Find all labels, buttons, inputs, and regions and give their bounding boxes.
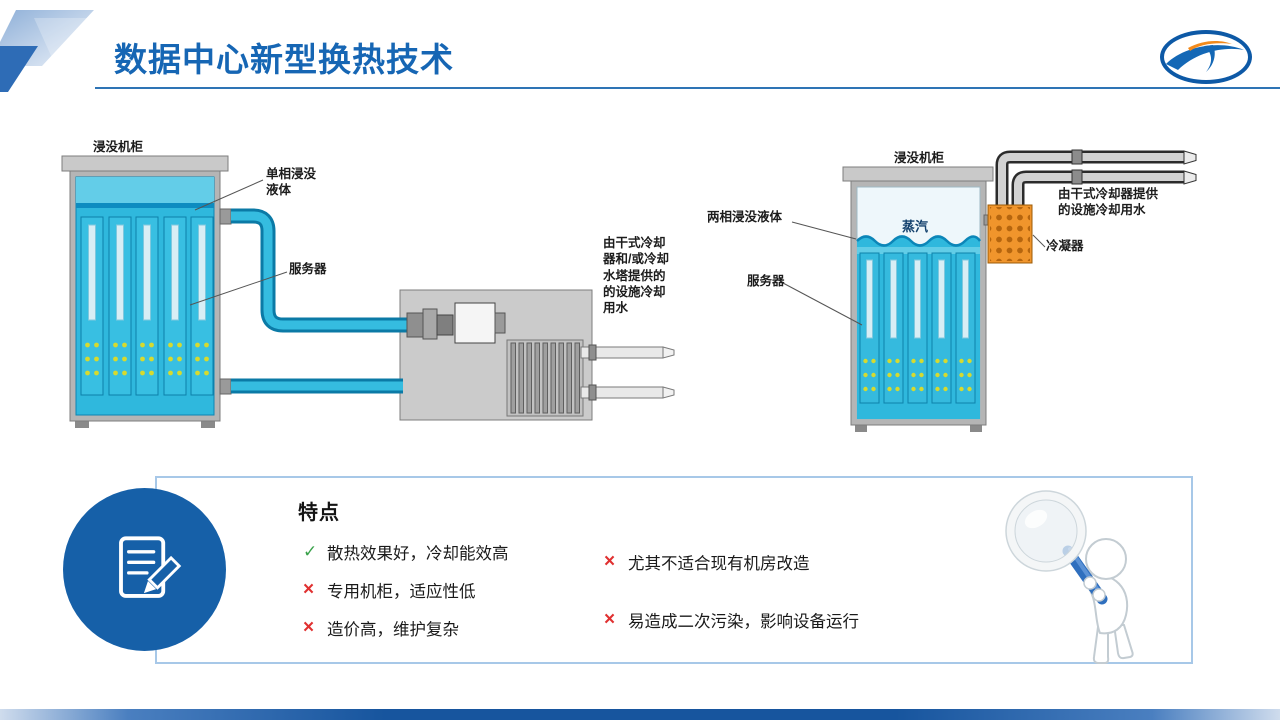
company-logo-icon bbox=[1160, 30, 1252, 84]
features-column-left: ✓ 散热效果好，冷却能效高 × 专用机柜，适应性低 × 造价高，维护复杂 bbox=[303, 538, 509, 652]
label-left-water-note: 由干式冷却 器和/或冷却 水塔提供的 的设施冷却 用水 bbox=[603, 235, 669, 316]
features-panel bbox=[155, 476, 1193, 664]
label-line: 用水 bbox=[603, 301, 629, 315]
corner-decoration-icon bbox=[0, 10, 94, 92]
single-phase-immersion-diagram bbox=[61, 155, 675, 428]
label-line: 单相浸没 bbox=[266, 167, 317, 181]
feature-item: × 易造成二次污染，影响设备运行 bbox=[604, 606, 859, 633]
leader-line-server bbox=[189, 271, 288, 306]
lens-outer-ring bbox=[1005, 490, 1087, 572]
label-left-cabinet: 浸没机柜 bbox=[93, 139, 143, 155]
cross-icon: × bbox=[604, 550, 616, 572]
label-line: 水塔提供的 bbox=[603, 268, 666, 283]
label-line: 浸没机柜 bbox=[894, 151, 945, 165]
label-left-server: 服务器 bbox=[289, 261, 327, 277]
pipe-connector bbox=[219, 208, 232, 225]
lens-inner-ring bbox=[1014, 499, 1078, 563]
header-rule bbox=[95, 87, 1280, 89]
two-phase-immersion-diagram bbox=[782, 149, 1197, 432]
label-right-cabinet: 浸没机柜 bbox=[894, 150, 944, 166]
label-line: 冷凝器 bbox=[1046, 239, 1084, 253]
label-vapor: 蒸汽 bbox=[902, 219, 928, 236]
lens-glare bbox=[1024, 509, 1048, 529]
label-right-server: 服务器 bbox=[747, 273, 785, 289]
feature-item: × 造价高，维护复杂 bbox=[303, 614, 509, 641]
features-heading: 特点 bbox=[298, 502, 340, 524]
label-line: 由干式冷却器提供 bbox=[1058, 187, 1159, 201]
label-line: 的设施冷却 bbox=[603, 284, 666, 299]
server-cards bbox=[80, 216, 214, 396]
leader-line-fluid bbox=[791, 221, 857, 240]
footer-bar bbox=[0, 709, 1280, 720]
label-condenser: 冷凝器 bbox=[1046, 238, 1084, 254]
label-right-water-note: 由干式冷却器提供 的设施冷却用水 bbox=[1058, 186, 1158, 219]
feature-badge bbox=[63, 488, 226, 651]
feature-text: 尤其不适合现有机房改造 bbox=[628, 554, 810, 573]
cross-icon: × bbox=[303, 578, 315, 600]
pump-assembly bbox=[406, 302, 506, 344]
deco-highlight-shape bbox=[34, 18, 88, 58]
feature-text: 专用机柜，适应性低 bbox=[327, 582, 476, 601]
facility-water-pipes bbox=[580, 344, 675, 401]
pipe-connector bbox=[219, 378, 232, 395]
label-line: 两相浸没液体 bbox=[707, 210, 783, 224]
check-icon: ✓ bbox=[303, 541, 318, 561]
figure-with-magnifier-icon bbox=[1005, 490, 1134, 664]
facility-water-pipes bbox=[995, 149, 1197, 209]
cross-icon: × bbox=[303, 616, 315, 638]
feature-text: 易造成二次污染，影响设备运行 bbox=[628, 612, 859, 631]
condenser bbox=[983, 204, 1033, 264]
leader-line-server bbox=[782, 282, 863, 326]
feature-item: × 专用机柜，适应性低 bbox=[303, 576, 509, 603]
magnifier-lens bbox=[1005, 490, 1087, 572]
document-pencil-icon bbox=[118, 535, 181, 598]
label-left-fluid: 单相浸没 液体 bbox=[266, 166, 316, 199]
label-line: 器和/或冷却 bbox=[603, 252, 669, 267]
label-right-fluid: 两相浸没液体 bbox=[707, 209, 782, 225]
label-line: 浸没机柜 bbox=[93, 140, 144, 154]
label-line: 的设施冷却用水 bbox=[1058, 203, 1146, 218]
label-line: 由干式冷却 bbox=[603, 236, 666, 250]
feature-item: × 尤其不适合现有机房改造 bbox=[604, 548, 859, 575]
feature-item: ✓ 散热效果好，冷却能效高 bbox=[303, 538, 509, 565]
leader-line-fluid bbox=[194, 179, 264, 211]
page-title: 数据中心新型换热技术 bbox=[114, 41, 454, 78]
label-line: 服务器 bbox=[289, 262, 327, 276]
label-line: 蒸汽 bbox=[902, 219, 929, 234]
label-line: 液体 bbox=[266, 183, 292, 198]
leader-line-condenser bbox=[1032, 234, 1046, 248]
figure-hand bbox=[1083, 576, 1097, 590]
cross-icon: × bbox=[604, 608, 616, 630]
figure-hand bbox=[1092, 588, 1106, 602]
deco-dark-shape bbox=[0, 46, 38, 92]
features-column-right: × 尤其不适合现有机房改造 × 易造成二次污染，影响设备运行 bbox=[604, 548, 859, 664]
label-line: 服务器 bbox=[747, 274, 785, 288]
feature-text: 造价高，维护复杂 bbox=[327, 620, 459, 639]
server-cards bbox=[859, 252, 976, 404]
coolant-pipes bbox=[231, 208, 407, 394]
figure-body bbox=[1084, 538, 1134, 664]
feature-text: 散热效果好，冷却能效高 bbox=[327, 544, 509, 563]
